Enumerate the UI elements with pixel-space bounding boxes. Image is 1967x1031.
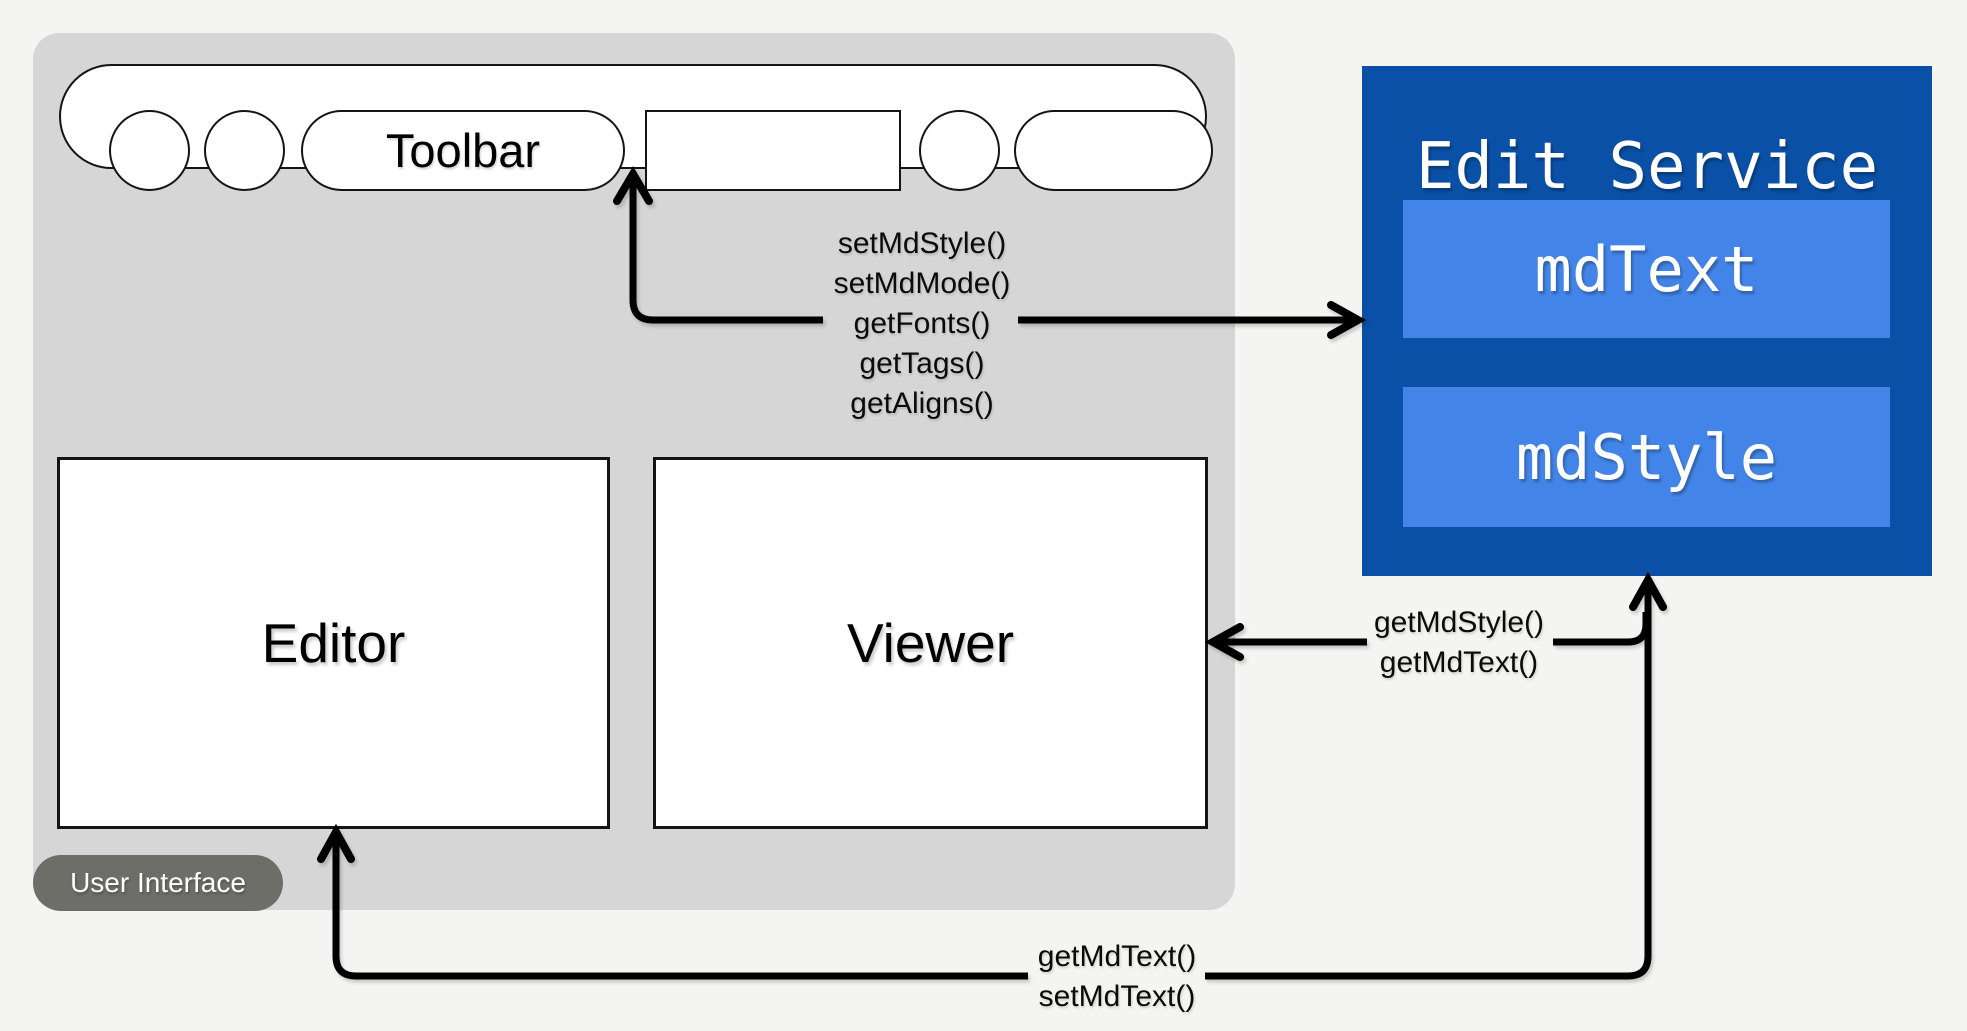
md-text-label: mdText (1534, 232, 1759, 306)
md-style-label: mdStyle (1515, 420, 1778, 494)
arrowhead-left-viewer-icon (1204, 623, 1244, 661)
user-interface-badge: User Interface (33, 855, 283, 911)
md-style-store: mdStyle (1403, 387, 1890, 527)
user-interface-label: User Interface (70, 867, 246, 898)
toolbar-label-pill: Toolbar (301, 110, 625, 191)
edit-service-title: Edit Service (1415, 130, 1879, 204)
editor-box: Editor (57, 457, 610, 829)
method-label: setMdStyle() (837, 227, 1007, 260)
toolbar-arrow-line (629, 176, 823, 324)
method-label: getAligns() (850, 387, 994, 420)
method-label: getFonts() (853, 307, 991, 340)
method-label: setMdText() (1038, 980, 1196, 1013)
method-label: getTags() (859, 347, 985, 380)
method-label: getMdText() (1379, 646, 1539, 679)
method-label: getMdStyle() (1373, 606, 1545, 639)
method-label: setMdMode() (833, 267, 1011, 300)
toolbar-circle-button-icon (109, 110, 190, 191)
toolbar-circle-button-icon (204, 110, 285, 191)
toolbar-field-rect (645, 110, 901, 191)
method-label: getMdText() (1037, 940, 1197, 973)
viewer-arrow-line-right (1553, 612, 1650, 646)
arrowhead-up-editor-icon (317, 823, 355, 863)
toolbar-label: Toolbar (385, 124, 541, 177)
editor-arrow-line (332, 834, 1028, 980)
md-text-store: mdText (1403, 200, 1890, 338)
viewer-box: Viewer (653, 457, 1208, 829)
toolbar-end-pill (1014, 110, 1213, 191)
toolbar-circle-button-icon (919, 110, 1000, 191)
service-editor-methods: getMdText() setMdText() (1038, 937, 1196, 1017)
service-editor-trunk-line (1205, 582, 1652, 980)
arrowhead-up-service-icon (1629, 571, 1667, 611)
service-viewer-methods: getMdStyle() getMdText() (1374, 603, 1544, 683)
arrowhead-right-service-icon (1327, 301, 1367, 339)
toolbar-service-methods: setMdStyle() setMdMode() getFonts() getT… (834, 224, 1011, 424)
editor-label: Editor (261, 612, 406, 674)
toolbar-mockup: Toolbar (59, 64, 1213, 191)
viewer-label: Viewer (846, 612, 1015, 674)
edit-service-box: Edit Service mdText mdStyle (1362, 66, 1932, 576)
arrowhead-up-toolbar-icon (613, 166, 653, 205)
